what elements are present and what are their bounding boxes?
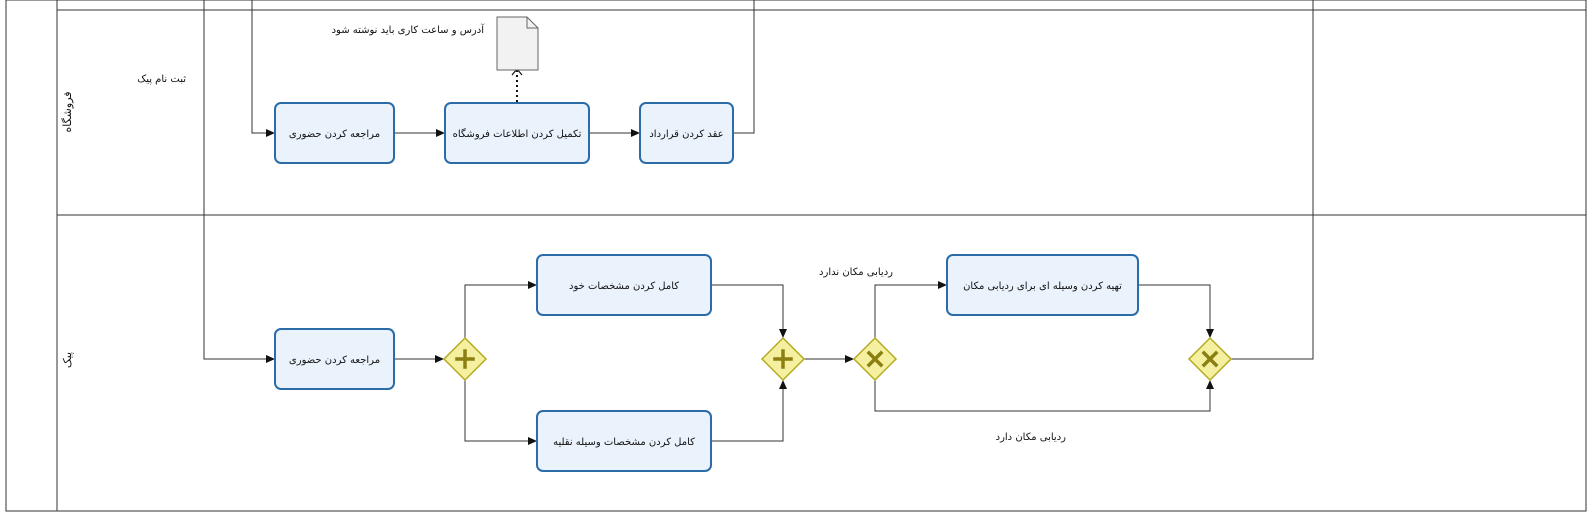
flow-split-to-vehicle (464, 380, 537, 445)
task-contract[interactable]: عقد کردن قرارداد (639, 102, 734, 164)
label-has-tracking: ردیابی مکان دارد (996, 432, 1067, 443)
gateway-exclusive-split[interactable] (852, 336, 898, 382)
flow-vehicle-to-join (711, 380, 787, 442)
flow-xsplit-to-tracker (874, 281, 947, 338)
document-icon[interactable] (496, 16, 539, 71)
task-complete-vehicle[interactable]: کامل کردن مشخصات وسیله نقلیه (536, 410, 712, 472)
plus-icon (773, 349, 793, 369)
x-icon (1201, 350, 1219, 368)
gateway-exclusive-join[interactable] (1187, 336, 1233, 382)
task-label: عقد کردن قرارداد (649, 129, 723, 140)
label-no-tracking: ردیابی مکان ندارد (819, 267, 893, 278)
gateway-parallel-split[interactable] (442, 336, 488, 382)
task-label: تکمیل کردن اطلاعات فروشگاه (453, 128, 582, 140)
task-label: مراجعه کردن حضوری (289, 129, 380, 140)
lane-label-store: فروشگاه (61, 91, 74, 132)
lane-label-courier: پیک (61, 352, 74, 368)
lane-courier: پیک (61, 352, 74, 368)
task-label: مراجعه کردن حضوری (289, 355, 380, 366)
sequence-flows (203, 0, 1314, 445)
task-store-complete-info[interactable]: تکمیل کردن اطلاعات فروشگاه (444, 102, 590, 164)
task-courier-visit[interactable]: مراجعه کردن حضوری (274, 328, 395, 390)
annotation-document-note: آدرس و ساعت کاری باید نوشته شود (332, 23, 486, 36)
plus-icon (455, 349, 475, 369)
gateway-parallel-join[interactable] (760, 336, 806, 382)
task-provide-tracker[interactable]: تهیه کردن وسیله ای برای ردیابی مکان (946, 254, 1139, 316)
task-label: کامل کردن مشخصات وسیله نقلیه (553, 437, 695, 448)
task-label: کامل کردن مشخصات خود (569, 281, 679, 292)
flow-into-store-visit (251, 0, 275, 137)
task-complete-own[interactable]: کامل کردن مشخصات خود (536, 254, 712, 316)
annotation-courier-signup: ثبت نام پیک (137, 74, 186, 85)
flow-tracker-to-xjoin (1138, 284, 1214, 338)
flow-split-to-own (464, 281, 537, 338)
x-icon (866, 350, 884, 368)
task-store-visit[interactable]: مراجعه کردن حضوری (274, 102, 395, 164)
flow-contract-out (733, 0, 755, 134)
flow-xsplit-to-xjoin (874, 380, 1214, 412)
lane-store: فروشگاه (61, 91, 74, 132)
flow-own-to-join (711, 284, 787, 338)
flow-into-courier-visit (203, 0, 275, 363)
pool (5, 0, 1587, 512)
task-label: تهیه کردن وسیله ای برای ردیابی مکان (963, 281, 1122, 292)
flow-xjoin-out (1231, 0, 1314, 360)
